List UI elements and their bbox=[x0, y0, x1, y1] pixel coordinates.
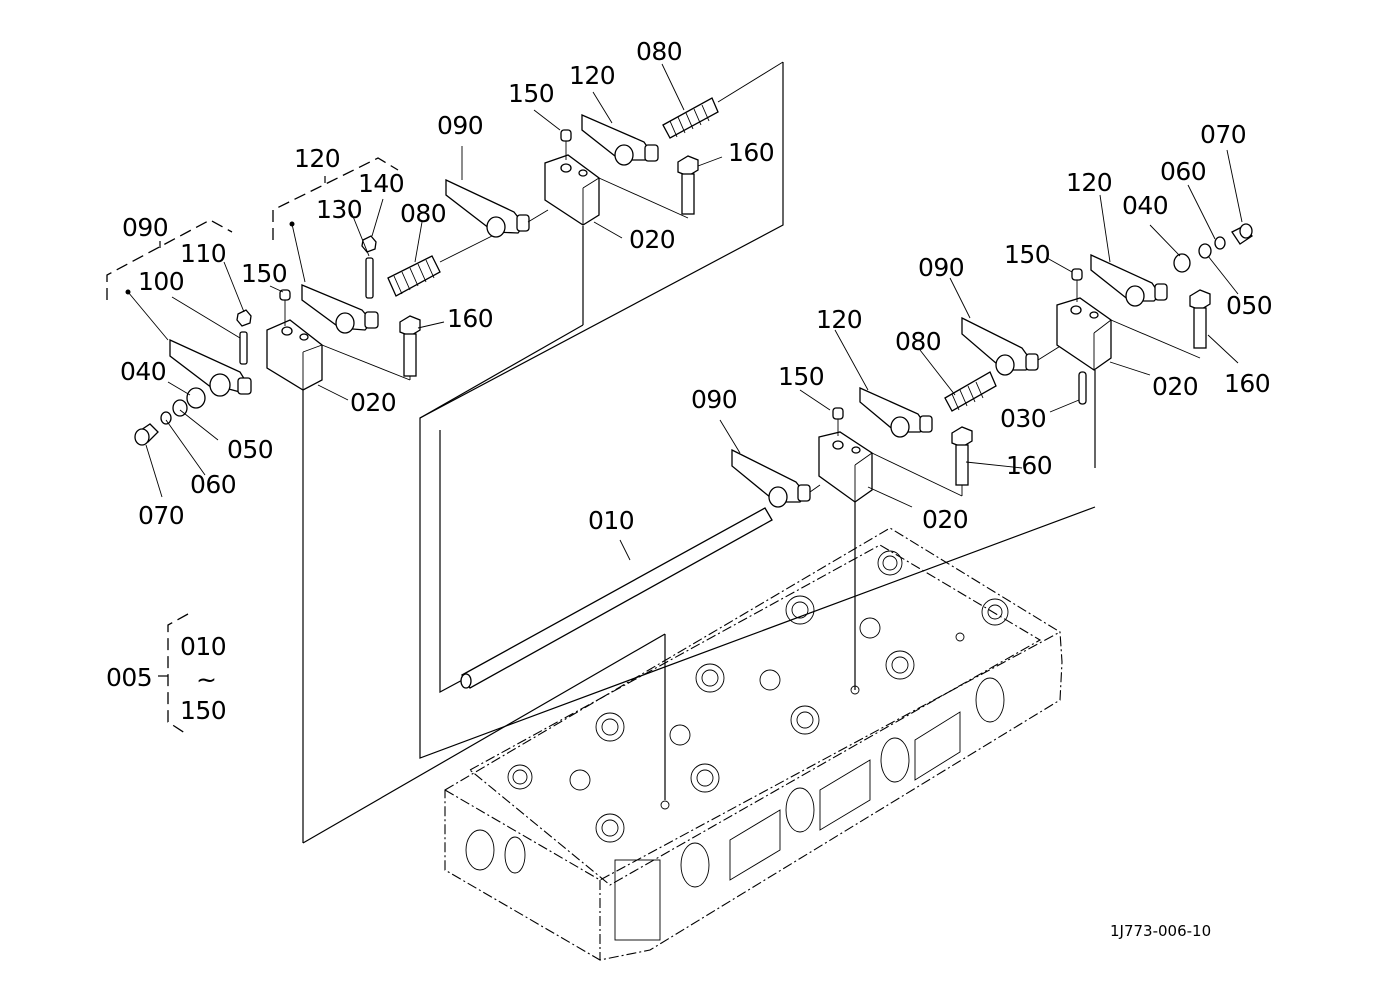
callout-mid-150: 150 bbox=[778, 362, 824, 391]
assembly-range-bracket bbox=[158, 613, 189, 736]
top-rocker-group bbox=[445, 61, 784, 238]
callout-right-120: 120 bbox=[1066, 168, 1112, 197]
callout-left-060: 060 bbox=[190, 470, 236, 499]
callout-right-040: 040 bbox=[1122, 191, 1168, 220]
callout-right-090: 090 bbox=[918, 253, 964, 282]
callout-left-140: 140 bbox=[358, 169, 404, 198]
right-rocker-group bbox=[961, 223, 1253, 405]
callout-left-090: 090 bbox=[122, 213, 168, 242]
diagram-reference-code: 1J773-006-10 bbox=[1110, 922, 1211, 940]
bolt-icon bbox=[399, 315, 421, 377]
callout-left-080: 080 bbox=[400, 199, 446, 228]
assembly-range-symbol: ~ bbox=[196, 665, 216, 694]
leader-lines bbox=[145, 63, 1243, 561]
callout-mid-020: 020 bbox=[922, 505, 968, 534]
callout-right-070: 070 bbox=[1200, 120, 1246, 149]
callout-mid-120: 120 bbox=[816, 305, 862, 334]
rocker-bracket-icon bbox=[266, 319, 323, 391]
callout-right-150: 150 bbox=[1004, 240, 1050, 269]
callout-top-090: 090 bbox=[437, 111, 483, 140]
callout-right-060: 060 bbox=[1160, 157, 1206, 186]
assembly-range-start: 010 bbox=[180, 632, 226, 661]
callout-left-130: 130 bbox=[316, 195, 362, 224]
callout-left-160: 160 bbox=[447, 304, 493, 333]
callout-left-050: 050 bbox=[227, 435, 273, 464]
callout-left-100: 100 bbox=[138, 267, 184, 296]
callout-right-050: 050 bbox=[1226, 291, 1272, 320]
callout-right-160: 160 bbox=[1224, 369, 1270, 398]
rocker-arm-icon bbox=[169, 338, 252, 397]
spring-icon bbox=[387, 255, 441, 297]
callout-left-040: 040 bbox=[120, 357, 166, 386]
assembly-label: 005 bbox=[106, 663, 152, 692]
rocker-shaft-icon bbox=[460, 507, 773, 689]
callout-mid-160: 160 bbox=[1006, 451, 1052, 480]
callout-left-120: 120 bbox=[294, 144, 340, 173]
callout-mid-090: 090 bbox=[691, 385, 737, 414]
left-rocker-group bbox=[106, 157, 501, 446]
callout-left-150: 150 bbox=[241, 259, 287, 288]
assembly-range-end: 150 bbox=[180, 696, 226, 725]
callout-top-160: 160 bbox=[728, 138, 774, 167]
callout-right-030: 030 bbox=[1000, 404, 1046, 433]
callout-left-020: 020 bbox=[350, 388, 396, 417]
assembly-guide-lines bbox=[302, 62, 1096, 844]
callout-top-150: 150 bbox=[508, 79, 554, 108]
cylinder-head-icon bbox=[444, 527, 1063, 961]
callout-mid-010: 010 bbox=[588, 506, 634, 535]
callout-left-070: 070 bbox=[138, 501, 184, 530]
callout-top-020: 020 bbox=[629, 225, 675, 254]
callout-mid-080: 080 bbox=[895, 327, 941, 356]
callout-right-020: 020 bbox=[1152, 372, 1198, 401]
middle-rocker-group bbox=[460, 371, 997, 689]
callout-top-120: 120 bbox=[569, 61, 615, 90]
callout-top-080: 080 bbox=[636, 37, 682, 66]
callout-labels: 090 110 100 150 040 050 060 070 020 120 … bbox=[106, 37, 1273, 940]
callout-left-110: 110 bbox=[180, 239, 226, 268]
